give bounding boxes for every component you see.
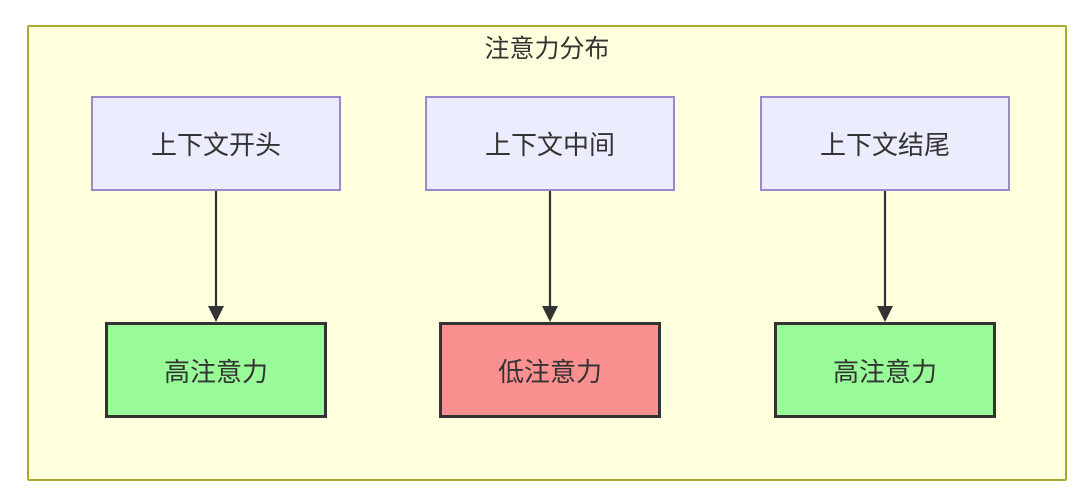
column-context-middle: 上下文中间 低注意力 bbox=[425, 96, 675, 418]
attention-distribution-cluster: 注意力分布 上下文开头 高注意力 上下文中间 低注意力 上下文结尾 bbox=[27, 25, 1067, 481]
node-context-beginning: 上下文开头 bbox=[91, 96, 341, 191]
node-high-attention-1: 高注意力 bbox=[105, 322, 327, 418]
down-arrow-icon bbox=[877, 191, 893, 322]
diagram-title: 注意力分布 bbox=[484, 35, 610, 63]
down-arrow-icon bbox=[542, 191, 558, 322]
node-context-end: 上下文结尾 bbox=[760, 96, 1010, 191]
column-context-beginning: 上下文开头 高注意力 bbox=[91, 96, 341, 418]
column-context-end: 上下文结尾 高注意力 bbox=[760, 96, 1010, 418]
node-context-middle: 上下文中间 bbox=[425, 96, 675, 191]
down-arrow-icon bbox=[208, 191, 224, 322]
node-high-attention-2: 高注意力 bbox=[774, 322, 996, 418]
node-low-attention: 低注意力 bbox=[439, 322, 661, 418]
